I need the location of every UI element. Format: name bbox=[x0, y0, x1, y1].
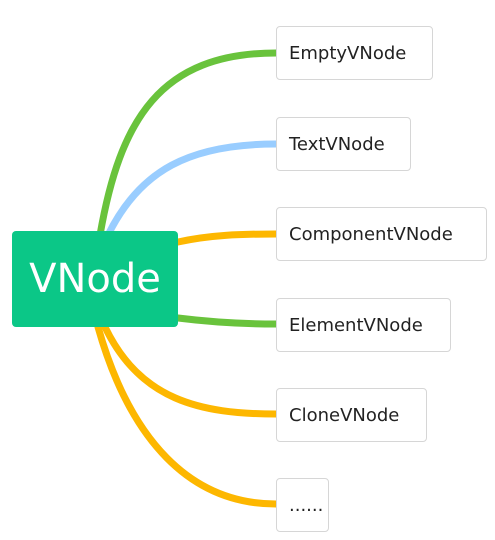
child-node-text-vnode[interactable]: TextVNode bbox=[276, 117, 411, 171]
root-node-vnode[interactable]: VNode bbox=[12, 231, 178, 327]
branch-clone-vnode bbox=[101, 323, 280, 418]
branch-empty-vnode bbox=[96, 49, 280, 239]
branch-text-vnode bbox=[104, 140, 280, 239]
child-node-label: EmptyVNode bbox=[289, 42, 407, 64]
branch-more bbox=[94, 323, 280, 508]
child-node-clone-vnode[interactable]: CloneVNode bbox=[276, 388, 427, 442]
child-node-component-vnode[interactable]: ComponentVNode bbox=[276, 207, 487, 261]
child-node-more[interactable]: ...... bbox=[276, 478, 329, 532]
child-node-element-vnode[interactable]: ElementVNode bbox=[276, 298, 451, 352]
child-node-label: ElementVNode bbox=[289, 314, 423, 336]
child-node-empty-vnode[interactable]: EmptyVNode bbox=[276, 26, 433, 80]
child-node-label: ...... bbox=[289, 494, 324, 516]
branch-element-vnode bbox=[174, 314, 280, 328]
root-node-label: VNode bbox=[29, 256, 161, 302]
child-node-label: TextVNode bbox=[289, 133, 385, 155]
child-node-label: CloneVNode bbox=[289, 404, 400, 426]
branch-component-vnode bbox=[174, 230, 280, 246]
child-node-label: ComponentVNode bbox=[289, 223, 453, 245]
